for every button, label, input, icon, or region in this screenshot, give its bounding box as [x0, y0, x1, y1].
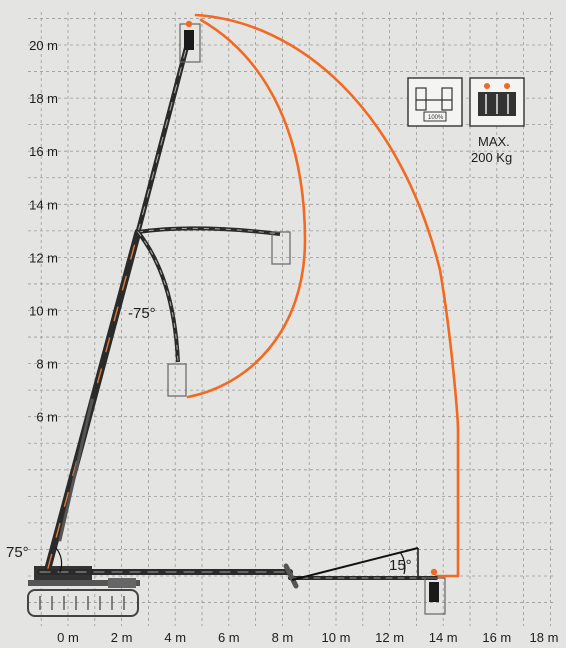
basket-jib-folded — [167, 363, 187, 397]
operator-icon — [184, 30, 194, 50]
main-boom-75-degree — [44, 31, 193, 573]
basket-outreach — [424, 568, 446, 615]
jib-horizontal-position — [137, 226, 291, 265]
outrigger-beam — [28, 580, 140, 586]
x-tick-label: 2 m — [111, 630, 133, 645]
x-tick-label: 10 m — [322, 630, 351, 645]
x-tick-label: 18 m — [530, 630, 559, 645]
max-load-label: MAX. — [478, 134, 510, 149]
track-frame — [27, 589, 139, 617]
angle-label-jib-down: -75° — [128, 305, 156, 322]
y-tick-label: 20 m — [29, 38, 58, 53]
y-tick-label: 8 m — [36, 357, 58, 372]
y-axis-labels: 6 m8 m10 m12 m14 m16 m18 m20 m22 m — [29, 38, 58, 425]
operator-icon — [429, 582, 439, 602]
boom-horizontal — [37, 563, 438, 589]
working-envelope — [186, 13, 460, 578]
counterweight — [108, 578, 136, 588]
load-icon-basket — [469, 77, 525, 127]
angle-label-main-boom: 75° — [6, 544, 29, 561]
basket-jib-horizontal — [271, 231, 291, 265]
x-tick-label: 8 m — [272, 630, 294, 645]
operator-helmet-icon — [185, 20, 193, 28]
x-tick-label: 14 m — [429, 630, 458, 645]
x-tick-label: 6 m — [218, 630, 240, 645]
x-tick-label: 12 m — [375, 630, 404, 645]
load-icon-two-persons: 100% — [407, 77, 463, 127]
operator-helmet-icon — [430, 568, 438, 576]
outer-envelope-curve — [194, 13, 460, 578]
y-tick-label: 18 m — [29, 91, 58, 106]
jib-15-degree — [291, 547, 419, 581]
basket-top — [179, 20, 201, 63]
x-axis-labels: 0 m 2 m 4 m 6 m 8 m 10 m 12 m 14 m 16 m 18 m — [57, 630, 558, 645]
x-tick-label: 0 m — [57, 630, 79, 645]
x-tick-label: 4 m — [164, 630, 186, 645]
grid — [28, 12, 556, 626]
angle-label-jib-up: 15° — [389, 557, 412, 574]
y-tick-label: 6 m — [36, 410, 58, 425]
y-tick-label: 16 m — [29, 144, 58, 159]
inner-envelope-curve — [186, 18, 307, 399]
jib-folded-position — [136, 230, 187, 397]
weight-label: 200 Kg — [471, 150, 512, 165]
y-tick-label: 14 m — [29, 197, 58, 212]
y-tick-label: 10 m — [29, 304, 58, 319]
load-percent-label: 100% — [428, 115, 444, 121]
x-tick-label: 16 m — [482, 630, 511, 645]
y-tick-label: 12 m — [29, 250, 58, 265]
